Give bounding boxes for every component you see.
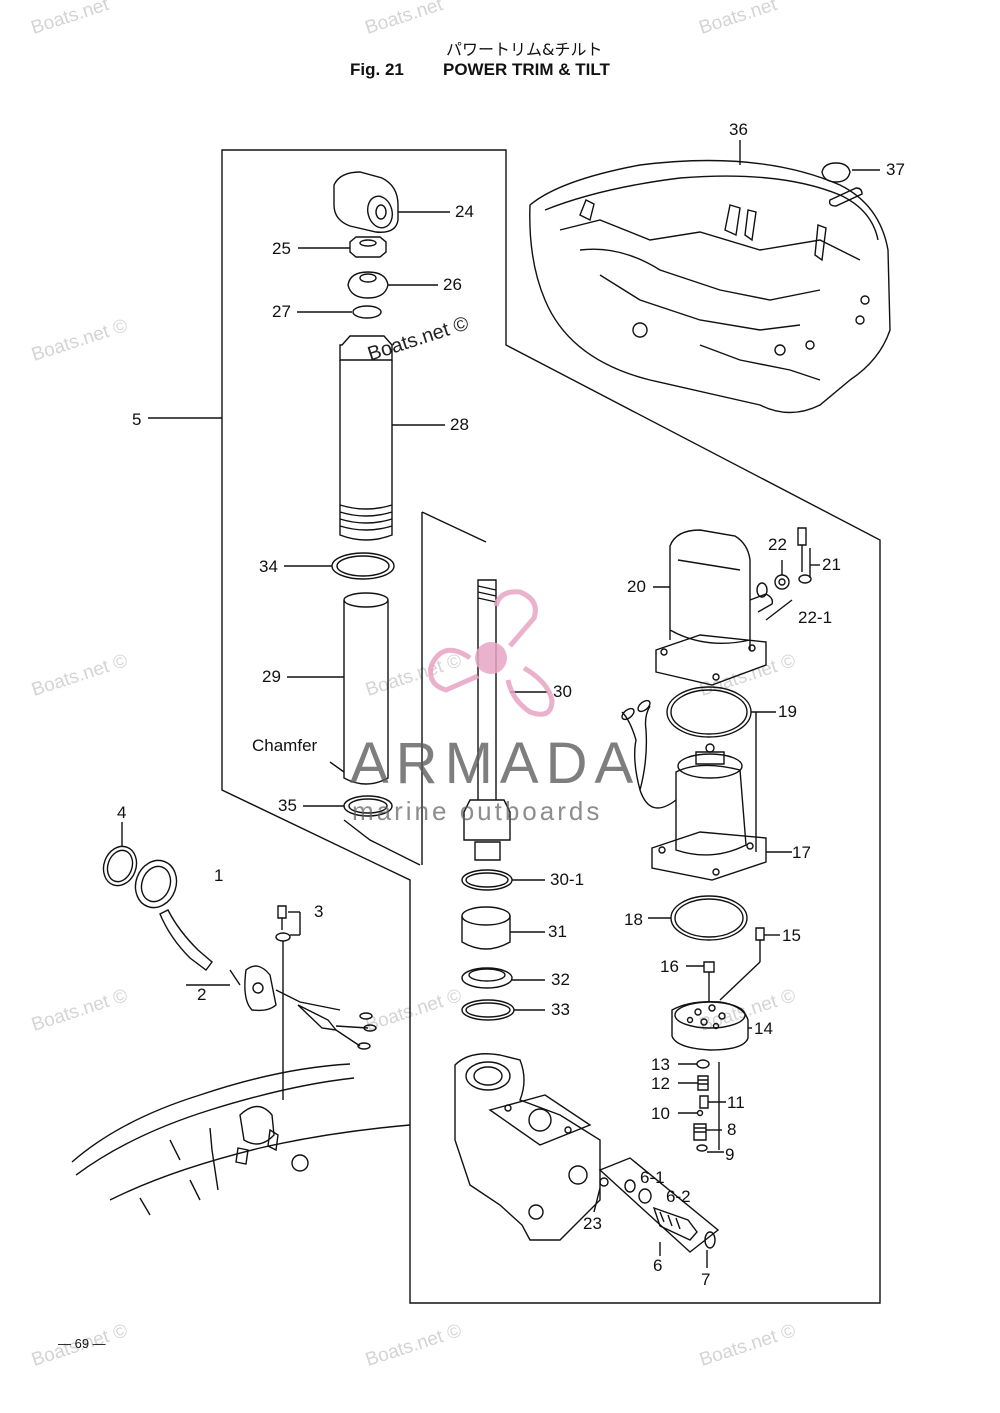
part-label-26: 26 xyxy=(443,275,462,294)
part-label-6: 6 xyxy=(653,1256,663,1275)
part-label-22: 22 xyxy=(768,535,787,554)
part-label-19: 19 xyxy=(778,702,797,721)
part-label-24: 24 xyxy=(455,202,474,221)
part-label-23: 23 xyxy=(583,1214,602,1233)
part-label-5: 5 xyxy=(132,410,142,429)
brand-watermark: ARMADA xyxy=(350,731,641,796)
part-label-13: 13 xyxy=(651,1055,670,1074)
figure-number: Fig. 21 xyxy=(350,60,404,79)
part-label-27: 27 xyxy=(272,302,291,321)
part-label-2: 2 xyxy=(197,985,207,1004)
part-label-3: 3 xyxy=(314,902,324,921)
part-label-32: 32 xyxy=(551,970,570,989)
page-number: — 69 — xyxy=(58,1336,106,1351)
part-label-30: 30 xyxy=(553,682,572,701)
part-label-30-1: 30-1 xyxy=(550,870,585,889)
part-label-7: 7 xyxy=(701,1270,711,1289)
part-label-25: 25 xyxy=(272,239,291,258)
chamfer-label: Chamfer xyxy=(252,736,318,755)
page-title: POWER TRIM & TILT xyxy=(443,60,610,79)
part-label-1: 1 xyxy=(214,866,224,885)
part-label-33: 33 xyxy=(551,1000,570,1019)
part-label-8: 8 xyxy=(727,1120,737,1139)
part-label-10: 10 xyxy=(651,1104,670,1123)
part-label-4: 4 xyxy=(117,803,127,822)
part-label-35: 35 xyxy=(278,796,297,815)
part-label-20: 20 xyxy=(627,577,646,596)
part-label-12: 12 xyxy=(651,1074,670,1093)
brand-tagline: marine outboards xyxy=(352,796,603,826)
part-label-22-1: 22-1 xyxy=(798,608,833,627)
part-label-21: 21 xyxy=(822,555,841,574)
part-label-9: 9 xyxy=(725,1145,735,1164)
japanese-title: パワートリム&チルト xyxy=(446,40,603,59)
part-label-28: 28 xyxy=(450,415,469,434)
part-label-14: 14 xyxy=(754,1019,773,1038)
part-label-6-2: 6-2 xyxy=(666,1187,691,1206)
part-label-34: 34 xyxy=(259,557,278,576)
part-label-31: 31 xyxy=(548,922,567,941)
part-label-6-1: 6-1 xyxy=(640,1168,665,1187)
part-label-11: 11 xyxy=(727,1093,745,1112)
part-label-29: 29 xyxy=(262,667,281,686)
part-label-16: 16 xyxy=(660,957,679,976)
part-label-37: 37 xyxy=(886,160,905,179)
part-label-15: 15 xyxy=(782,926,801,945)
part-label-18: 18 xyxy=(624,910,643,929)
part-label-36: 36 xyxy=(729,120,748,139)
part-label-17: 17 xyxy=(792,843,811,862)
